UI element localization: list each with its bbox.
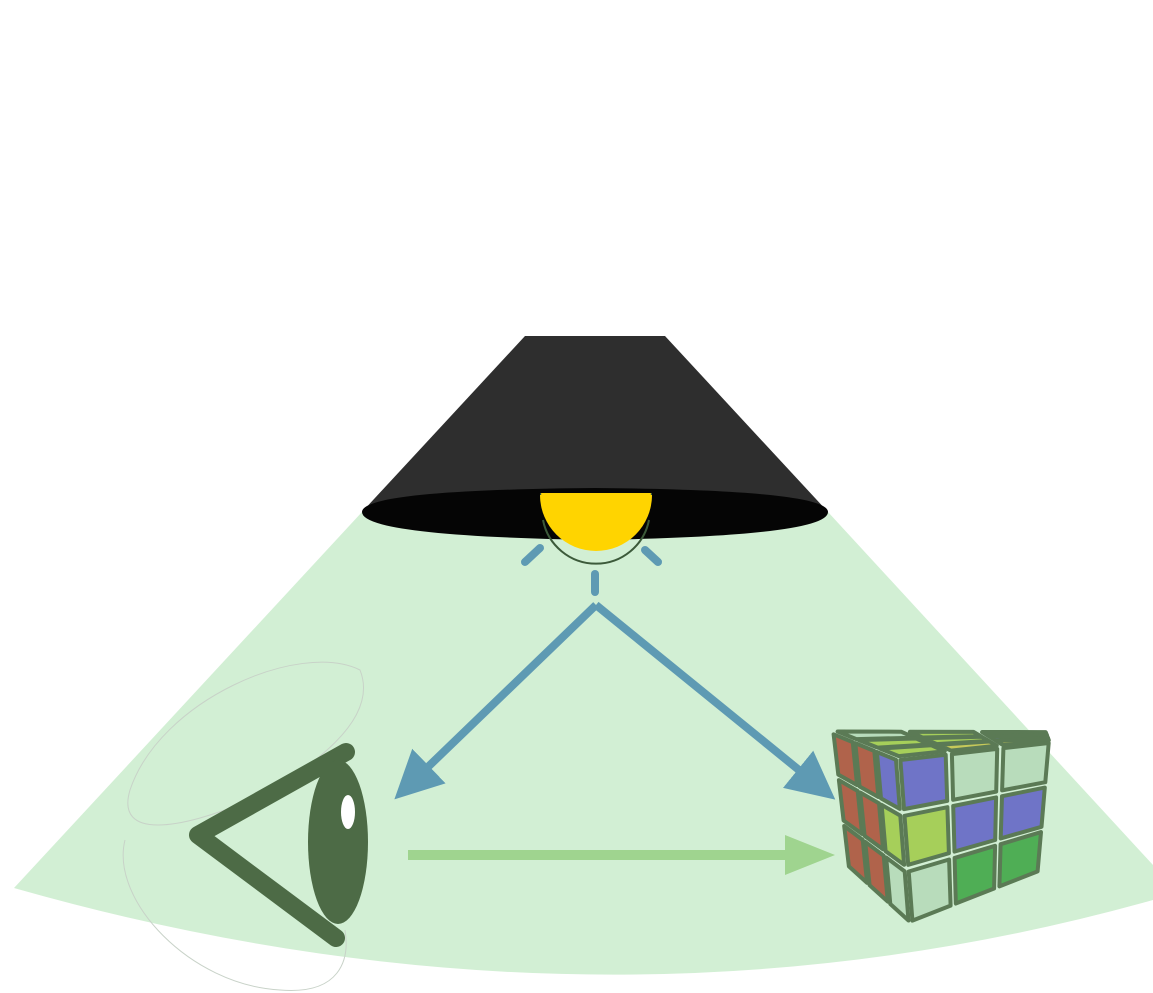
lamp-rim <box>362 488 828 549</box>
cube-front-sticker <box>997 830 1043 889</box>
cube-top-sticker <box>878 743 947 759</box>
edges <box>394 601 836 875</box>
cube-front-sticker <box>898 752 950 812</box>
cube-front-sticker <box>949 746 1000 802</box>
cube-left-sticker <box>836 778 865 836</box>
cube-left-sticker <box>884 855 911 923</box>
cube-left-sticker <box>874 750 902 811</box>
cube-front-sticker <box>951 795 999 854</box>
arrow-lamp-to-observer-eye <box>394 602 599 800</box>
cube-left-sticker <box>863 839 890 904</box>
rubiks-cube-icon <box>831 729 1051 923</box>
cube-front-sticker <box>952 843 998 906</box>
eye-icon <box>189 743 368 947</box>
cube-front-sticker <box>906 857 953 923</box>
arrow-lamp-to-object-cube <box>593 601 836 800</box>
cube-left-sticker <box>853 741 881 799</box>
cube-top-sticker <box>936 739 999 753</box>
cube-left-sticker <box>879 802 907 867</box>
light-rays <box>521 544 662 596</box>
lamp-shade <box>362 336 828 512</box>
cube-front-sticker <box>1000 741 1051 793</box>
cube-front-sticker <box>902 805 951 867</box>
cube-left-sticker <box>858 790 886 852</box>
cube-left-sticker <box>842 824 870 885</box>
lamp-icon <box>362 336 828 565</box>
cube-top-sticker <box>994 735 1051 748</box>
cube-front-sticker <box>998 785 1047 841</box>
cube-left-sticker <box>831 732 860 788</box>
eye-outline-decoration <box>122 661 364 991</box>
